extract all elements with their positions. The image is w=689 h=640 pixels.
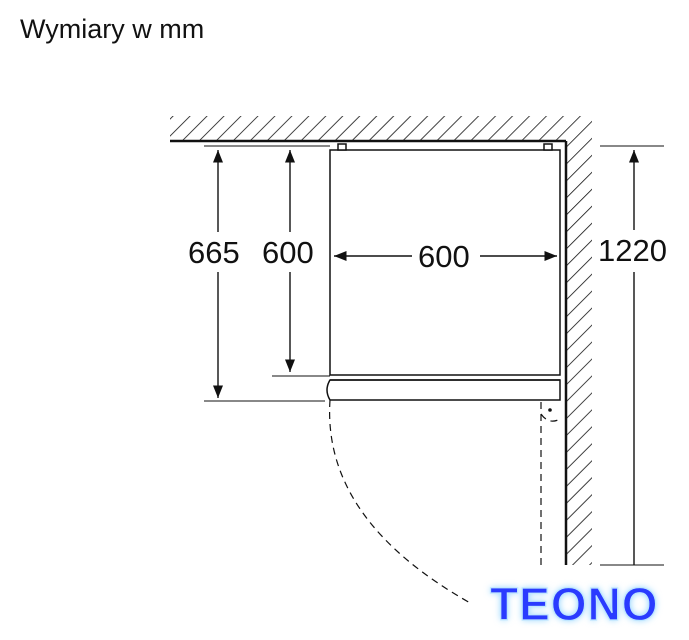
dimension-label-600-width: 600 (418, 239, 470, 274)
dimension-600-depth: 600 (262, 150, 314, 372)
appliance-body (326, 143, 561, 401)
extension-lines (204, 145, 664, 566)
dimension-665: 665 (188, 150, 240, 398)
hinge-pivot (548, 408, 552, 412)
watermark-glow: TEONO (490, 578, 659, 630)
dimension-label-1220: 1220 (598, 233, 667, 268)
dimension-label-665: 665 (188, 235, 240, 270)
watermark-logo: TEONO TEONO (489, 577, 659, 630)
diagram-title: Wymiary w mm (20, 14, 205, 44)
dimension-1220: 1220 (598, 150, 667, 565)
dimension-600-width: 600 (334, 239, 557, 274)
wall (170, 116, 592, 565)
door-swing (329, 399, 559, 605)
dimension-label-600-depth: 600 (262, 235, 314, 270)
watermark-text: TEONO (490, 578, 659, 630)
